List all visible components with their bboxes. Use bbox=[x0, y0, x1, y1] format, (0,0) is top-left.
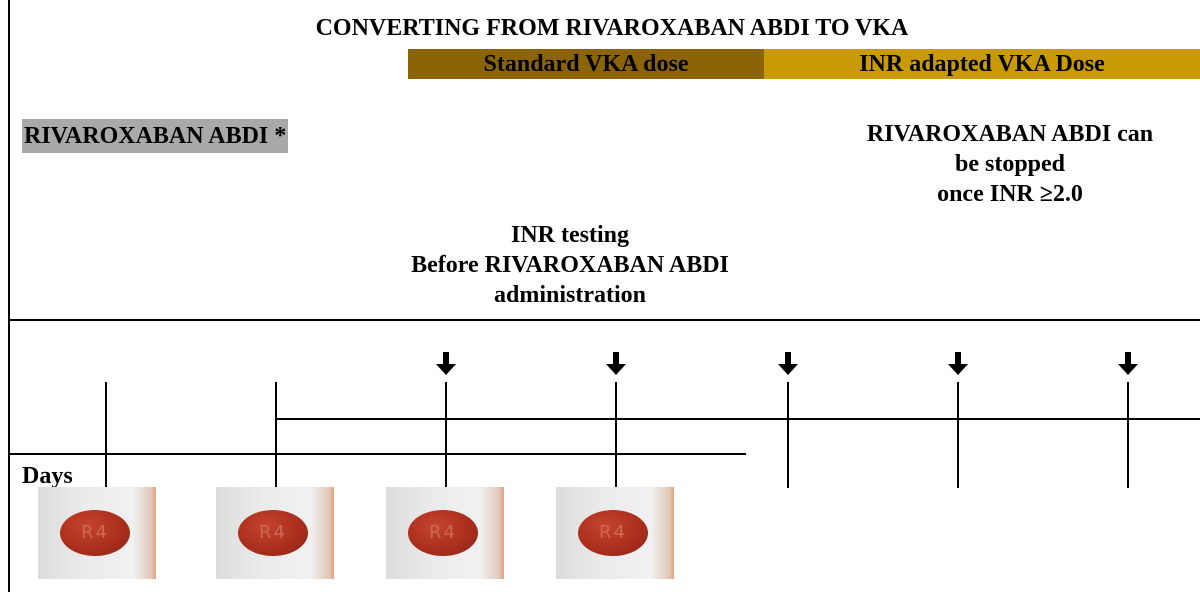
rivaroxaban-tablet: R4 bbox=[216, 487, 334, 579]
inr-testing-line-1: INR testing bbox=[511, 222, 629, 248]
diagram-frame bbox=[8, 0, 1200, 592]
tablet-icon: R4 bbox=[238, 510, 308, 556]
section-divider bbox=[8, 319, 1200, 321]
inr-testing-line-2: Before RIVAROXABAN ABDI bbox=[411, 252, 729, 278]
tablet-icon: R4 bbox=[408, 510, 478, 556]
rivaroxaban-label: RIVAROXABAN ABDI * bbox=[22, 119, 289, 153]
tablet-icon: R4 bbox=[578, 510, 648, 556]
rivaroxaban-tablet: R4 bbox=[38, 487, 156, 579]
standard-vka-dose-band: Standard VKA dose bbox=[408, 49, 764, 79]
diagram-title: CONVERTING FROM RIVAROXABAN ABDI TO VKA bbox=[315, 15, 909, 41]
inr-testing-note: INR testing Before RIVAROXABAN ABDI admi… bbox=[352, 220, 788, 310]
tablet-imprint: R4 bbox=[599, 522, 627, 543]
day-tick bbox=[787, 382, 789, 488]
stop-note-line-2: be stopped bbox=[954, 151, 1066, 177]
down-arrow-icon bbox=[1118, 352, 1138, 375]
down-arrow-icon bbox=[606, 352, 626, 375]
stop-note-line-3: once INR ≥2.0 bbox=[937, 181, 1083, 207]
day-tick bbox=[105, 382, 107, 488]
down-arrow-icon bbox=[778, 352, 798, 375]
down-arrow-icon bbox=[436, 352, 456, 375]
tablet-imprint: R4 bbox=[259, 522, 287, 543]
stop-note: RIVAROXABAN ABDI can be stopped once INR… bbox=[825, 119, 1195, 209]
inr-testing-line-3: administration bbox=[493, 282, 646, 308]
rivaroxaban-tablet: R4 bbox=[556, 487, 674, 579]
rivaroxaban-tablet: R4 bbox=[386, 487, 504, 579]
tablet-imprint: R4 bbox=[81, 522, 109, 543]
day-tick bbox=[445, 382, 447, 488]
vka-timeline-line bbox=[275, 418, 1200, 420]
tablet-icon: R4 bbox=[60, 510, 130, 556]
day-tick bbox=[275, 382, 277, 488]
day-tick bbox=[615, 382, 617, 488]
stop-note-line-1: RIVAROXABAN ABDI can bbox=[866, 121, 1154, 147]
rivaroxaban-timeline-line bbox=[8, 453, 746, 455]
days-label: Days bbox=[22, 463, 73, 489]
down-arrow-icon bbox=[948, 352, 968, 375]
tablet-imprint: R4 bbox=[429, 522, 457, 543]
day-tick bbox=[1127, 382, 1129, 488]
inr-adapted-vka-dose-band: INR adapted VKA Dose bbox=[764, 49, 1200, 79]
day-tick bbox=[957, 382, 959, 488]
